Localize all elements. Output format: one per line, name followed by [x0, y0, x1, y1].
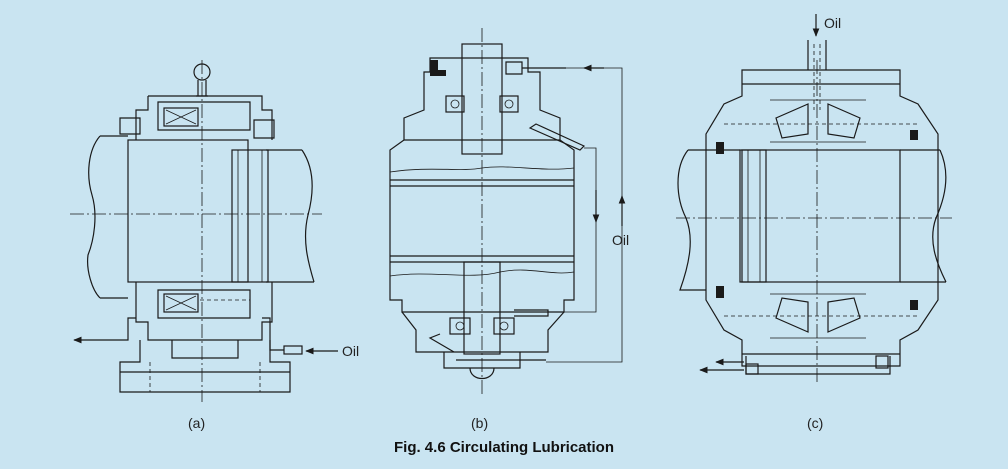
panel-b-drawing: [389, 28, 623, 396]
bearing-top-a: [163, 107, 199, 127]
panel-label-b: (b): [471, 415, 488, 431]
roller-bottom-left: [775, 297, 809, 333]
figure-caption: Fig. 4.6 Circulating Lubrication: [394, 439, 614, 456]
oil-label-a: Oil: [342, 343, 359, 359]
roller-top-left: [775, 103, 809, 139]
panel-c-drawing: [676, 40, 952, 384]
bearing-bottom-a: [163, 293, 199, 313]
oil-label-c: Oil: [824, 15, 841, 31]
panel-label-c: (c): [807, 415, 823, 431]
roller-top-right: [827, 103, 861, 139]
panel-a-drawing: [70, 60, 322, 402]
vertical-shaft-bottom: [463, 261, 501, 355]
shaft-end-right: [301, 149, 315, 283]
oil-label-b: Oil: [612, 232, 629, 248]
shaft-end-left: [87, 135, 101, 299]
vertical-shaft-top: [461, 43, 503, 155]
housing-c: [705, 69, 939, 367]
shaft-c: [739, 149, 901, 283]
panel-label-a: (a): [188, 415, 205, 431]
thrust-pad: [469, 367, 495, 380]
roller-bottom-right: [827, 297, 861, 333]
